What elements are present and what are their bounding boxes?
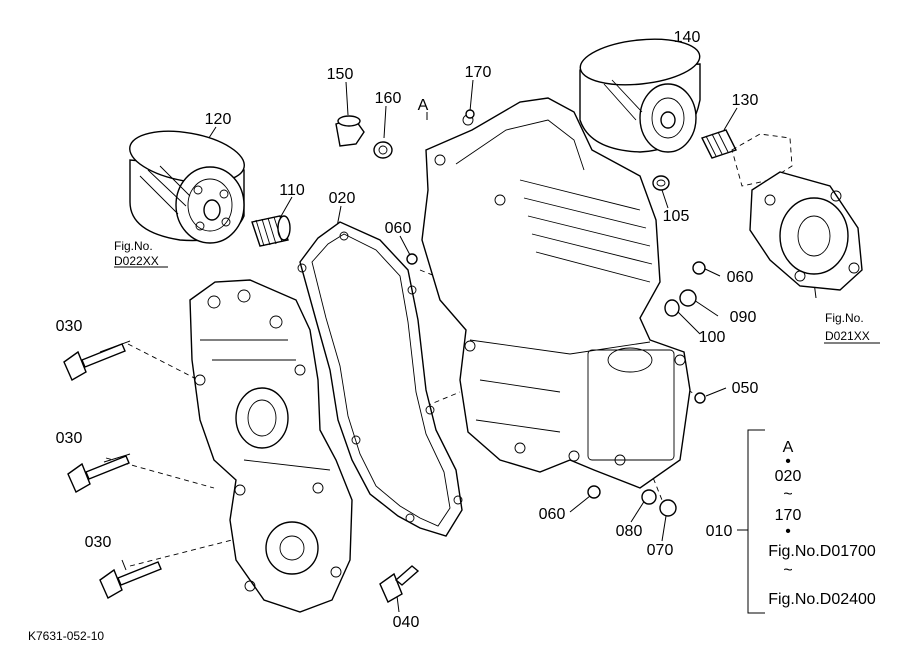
- callout-020: 020: [329, 190, 356, 207]
- gear-case-left: [189, 279, 353, 613]
- callout-070: 070: [647, 542, 674, 559]
- left-fig-label: Fig.No.: [114, 239, 153, 253]
- bolt-040: [379, 565, 420, 603]
- right-fig-label: Fig.No.: [825, 311, 864, 325]
- nipple-110: [251, 215, 291, 247]
- plug-070: [659, 499, 677, 517]
- callout-090: 090: [730, 309, 757, 326]
- legend-fig-1: Fig.No.D01700: [768, 543, 876, 560]
- plug-105: [652, 175, 670, 191]
- o-ring-080: [641, 489, 657, 505]
- bolt-030-middle: [67, 455, 130, 493]
- legend-tilde-1: ~: [783, 486, 792, 503]
- bolt-030-lower: [99, 561, 162, 599]
- washer-160: [373, 141, 393, 159]
- legend-dot-2: •: [785, 523, 791, 540]
- gasket-020: [297, 221, 463, 537]
- legend-a: A: [783, 439, 794, 456]
- callout-labels: 120 110 020 150 160 A 170 140 130 060 10…: [56, 29, 759, 631]
- callout-040: 040: [393, 614, 420, 631]
- callout-100: 100: [699, 329, 726, 346]
- legend-dot-1: •: [785, 453, 791, 470]
- plug-060-upper: [406, 253, 418, 265]
- transmission-case: [421, 97, 691, 489]
- callout-170: 170: [465, 64, 492, 81]
- callout-140: 140: [674, 29, 701, 46]
- callout-030-lower: 030: [85, 534, 112, 551]
- legend: A • 020 ~ 170 • Fig.No.D01700 ~ Fig.No.D…: [768, 439, 876, 608]
- callout-050: 050: [732, 380, 759, 397]
- bolt-030-upper: [63, 343, 126, 381]
- plug-090: [679, 289, 697, 307]
- callout-150: 150: [327, 66, 354, 83]
- left-fig-code: D022XX: [114, 254, 159, 268]
- drawing-code: K7631-052-10: [28, 629, 104, 643]
- callout-060-lower: 060: [539, 506, 566, 523]
- callout-080: 080: [616, 523, 643, 540]
- o-ring-100: [664, 299, 680, 317]
- legend-170: 170: [775, 507, 802, 524]
- plug-060-right: [692, 261, 706, 275]
- callout-060-upper: 060: [385, 220, 412, 237]
- callout-160: 160: [375, 90, 402, 107]
- legend-020: 020: [775, 468, 802, 485]
- callout-030-middle: 030: [56, 430, 83, 447]
- nipple-130: [701, 129, 737, 159]
- plug-150: [335, 115, 365, 147]
- figure-references: Fig.No. D022XX Fig.No. D021XX: [114, 239, 870, 343]
- callout-120: 120: [205, 111, 232, 128]
- oil-filter-140: [579, 38, 701, 153]
- callout-105: 105: [663, 208, 690, 225]
- legend-tilde-2: ~: [783, 562, 792, 579]
- oil-filter-120: [129, 130, 245, 244]
- plug-060-lower: [587, 485, 601, 499]
- callout-010: 010: [706, 523, 733, 540]
- callout-030-upper: 030: [56, 318, 83, 335]
- callout-a: A: [418, 97, 429, 114]
- callout-130: 130: [732, 92, 759, 109]
- callout-110: 110: [279, 182, 305, 199]
- legend-fig-2: Fig.No.D02400: [768, 591, 876, 608]
- right-fig-code: D021XX: [825, 329, 870, 343]
- plug-170: [465, 109, 475, 119]
- plug-050: [694, 392, 706, 404]
- pump-cover-right: [731, 133, 863, 291]
- callout-060-right: 060: [727, 269, 754, 286]
